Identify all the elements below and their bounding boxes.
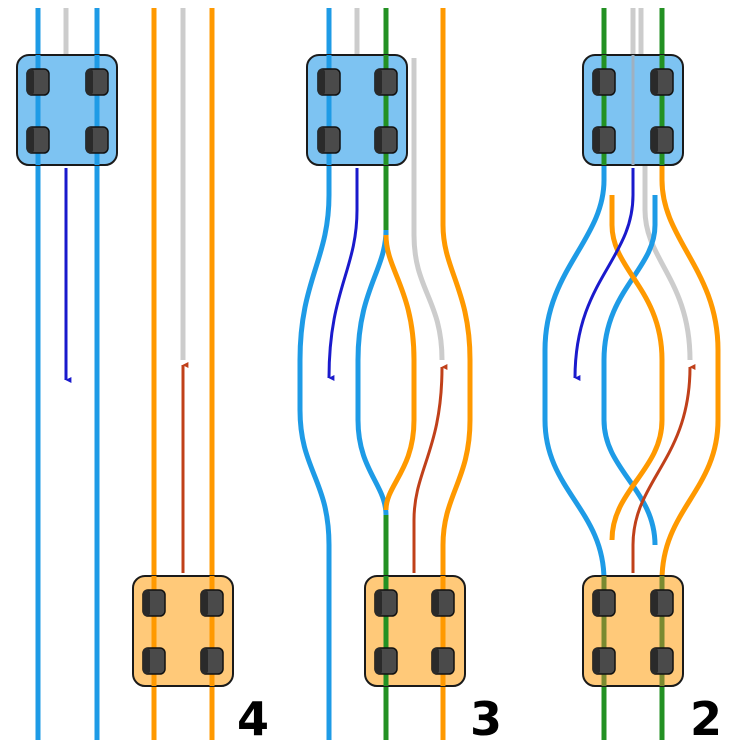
wheel-icon (142, 647, 166, 675)
wheel-icon (200, 589, 224, 617)
wheel-icon (85, 68, 109, 96)
orange-rail-right (659, 165, 721, 581)
blue-rail-left (542, 165, 607, 581)
wheel-icon (374, 126, 398, 154)
wheel-icon (650, 589, 674, 617)
orange-rail-inner (383, 234, 417, 511)
blue-path-arrow (573, 168, 635, 382)
wheel-icon (650, 126, 674, 154)
wheel-icon (592, 68, 616, 96)
wheel-icon (592, 589, 616, 617)
wheel-icon (200, 647, 224, 675)
orange-rail-right (440, 8, 473, 740)
wheel-icon (431, 647, 455, 675)
blue-path-arrow (327, 168, 359, 382)
panel-label: 4 (237, 692, 269, 744)
wheel-icon (374, 68, 398, 96)
orange-rail-inner (609, 195, 665, 541)
panel-separate-tracks: 4 (16, 8, 269, 744)
blue-rail-left (297, 8, 332, 740)
wheel-icon (26, 126, 50, 154)
panel-three-rail-gauntlet: 3 (297, 8, 502, 744)
grey-rail-curve (411, 58, 445, 361)
wheel-icon (374, 647, 398, 675)
orange-car (582, 575, 684, 687)
panel-label: 3 (470, 692, 502, 744)
wheel-icon (431, 589, 455, 617)
blue-rail-inner (601, 195, 658, 546)
panel-label: 2 (690, 692, 722, 744)
grey-rail-curve (642, 165, 693, 361)
red-path-arrow (631, 364, 696, 573)
wheel-icon (650, 68, 674, 96)
wheel-icon (85, 126, 109, 154)
blue-rail-inner (355, 229, 389, 516)
panel-two-rail-gauntlet: 2 (542, 8, 722, 744)
blue-car (582, 54, 684, 166)
blue-car (16, 54, 118, 166)
blue-car (306, 54, 408, 166)
orange-car (364, 575, 466, 687)
wheel-icon (374, 589, 398, 617)
wheel-icon (142, 589, 166, 617)
wheel-icon (317, 68, 341, 96)
wheel-icon (317, 126, 341, 154)
wheel-icon (592, 126, 616, 154)
wheel-icon (26, 68, 50, 96)
orange-car (132, 575, 234, 687)
red-path-arrow (412, 364, 448, 573)
wheel-icon (650, 647, 674, 675)
wheel-icon (592, 647, 616, 675)
